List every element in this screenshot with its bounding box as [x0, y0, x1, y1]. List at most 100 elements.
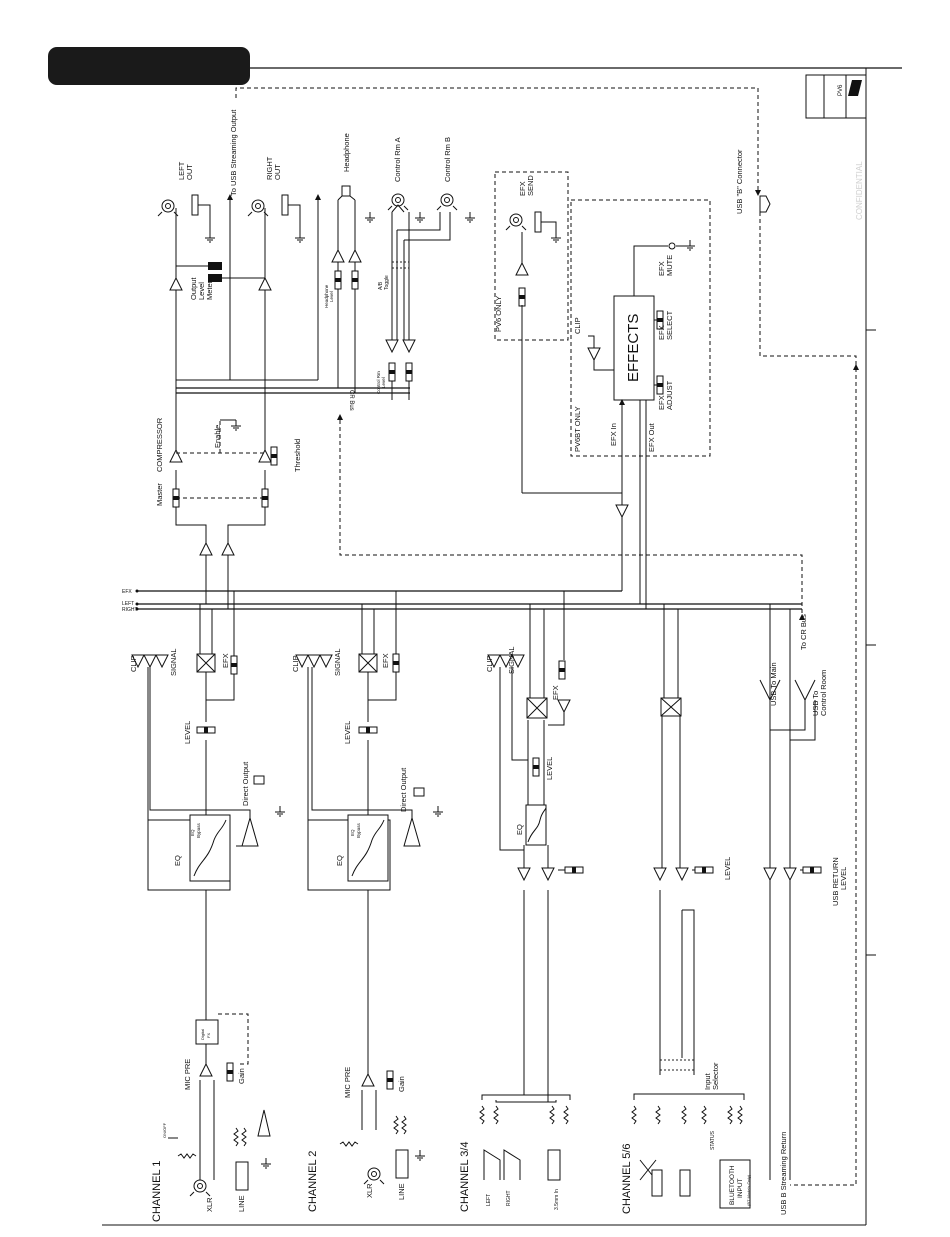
- left-out-label-2: OUT: [185, 164, 194, 180]
- ch34-level-fader[interactable]: [532, 757, 540, 777]
- ch34-left-label: LEFT: [486, 1194, 492, 1206]
- channel-56-label: CHANNEL 5/6: [621, 1143, 633, 1214]
- ch2-signal-led: [307, 654, 321, 668]
- efx-mute-switch[interactable]: [668, 242, 676, 250]
- efx-adjust-label-2: ADJUST: [665, 380, 674, 410]
- ch1-phantom-label: ON/OFF: [162, 1122, 167, 1138]
- ch1-pan[interactable]: [196, 653, 216, 673]
- ch1-gain-knob[interactable]: [226, 1062, 234, 1082]
- control-rm-level-label-2: Level: [381, 377, 386, 388]
- channel-2: CHANNEL 2 XLR LINE MIC PRE Gain EQ EQ By…: [291, 591, 444, 1212]
- control-rm-level-left[interactable]: [388, 362, 396, 382]
- ch56-level-knob[interactable]: [694, 866, 714, 874]
- ch1-digital-fx-label-2: FX: [206, 1033, 211, 1038]
- control-rm-b-label: Control Rm B: [443, 137, 452, 182]
- ch1-xlr-label: XLR: [205, 1197, 214, 1212]
- usb-return-amp-left: [763, 867, 777, 881]
- ch1-clip-label: CLIP: [129, 655, 138, 672]
- company-logo: [848, 80, 862, 96]
- efx-clip-label: CLIP: [573, 317, 582, 334]
- confidential-watermark: CONFIDENTIAL: [855, 161, 864, 220]
- control-rm-a-label: Control Rm A: [393, 137, 402, 182]
- ch1-digital-fx-box: [195, 1019, 219, 1045]
- ch1-gain-label: Gain: [237, 1068, 246, 1084]
- ch1-digital-fx-label-1: Digital: [200, 1029, 205, 1040]
- efx-select-label-1: EFX: [657, 325, 666, 340]
- ch2-level-fader[interactable]: [358, 726, 378, 734]
- usb-b-connector: [759, 195, 771, 213]
- ch56-level-label: LEVEL: [723, 857, 732, 880]
- ch1-efx-knob[interactable]: [230, 655, 238, 675]
- ch2-direct-output-label: Direct Output: [399, 767, 408, 812]
- master-label: Master: [155, 483, 164, 506]
- channel-2-label: CHANNEL 2: [307, 1151, 319, 1212]
- to-cr-bus-label: To CR Bus: [799, 614, 808, 650]
- ch2-xlr-label: XLR: [365, 1183, 374, 1198]
- effects-block: [613, 295, 655, 401]
- control-rm-amp-left: [385, 339, 399, 353]
- compressor-right: [258, 449, 272, 463]
- efx-in-label: EFX In: [609, 423, 618, 446]
- efx-send-label-1: EFX: [518, 181, 527, 196]
- ch2-direct-out-jack: [413, 787, 425, 797]
- ch2-line-jack: [395, 1149, 409, 1179]
- efx-send-level[interactable]: [518, 287, 526, 307]
- efx-mute-label-2: MUTE: [665, 255, 674, 276]
- ch2-efx-label: EFX: [381, 653, 390, 668]
- usb-return-level-label-1: USB RETURN: [831, 857, 840, 906]
- threshold-knob[interactable]: [270, 446, 278, 466]
- ch1-line-pad: [257, 1109, 271, 1137]
- meters-label-2: Level: [197, 282, 206, 300]
- ch34-35mm-label: 3.5mm In: [554, 1189, 560, 1210]
- headphone-level-right[interactable]: [351, 270, 359, 290]
- ch56-jack-a: [651, 1169, 663, 1197]
- ch34-amp-left: [517, 867, 531, 881]
- left-sum-amp: [199, 542, 213, 556]
- efx-mute-label-1: EFX: [657, 261, 666, 276]
- headphone-amp-left: [331, 249, 345, 263]
- ch34-efx-label: EFX: [551, 685, 560, 700]
- channel-1-label: CHANNEL 1: [151, 1161, 163, 1222]
- left-out-jack: [157, 199, 179, 217]
- left-out-label-1: LEFT: [177, 161, 186, 180]
- left-meter: [208, 262, 222, 270]
- ch2-eq-bypass-2: Bypass: [356, 822, 361, 838]
- ch2-xlr-jack: [363, 1167, 385, 1185]
- ch2-clip-label: CLIP: [291, 655, 300, 672]
- bluetooth-label-2: INPUT: [737, 1178, 744, 1198]
- ch2-mic-pre: [361, 1073, 375, 1087]
- enable-label: Enable: [213, 425, 222, 448]
- headphone-level-label-1: Headphone: [324, 284, 329, 308]
- ch2-efx-knob[interactable]: [392, 653, 400, 673]
- ch34-efx-knob[interactable]: [558, 660, 566, 680]
- headphone-level-left[interactable]: [334, 270, 342, 290]
- meters-label-1: Output: [189, 277, 198, 300]
- ch2-gain-knob[interactable]: [386, 1070, 394, 1090]
- ch1-level-fader[interactable]: [196, 726, 216, 734]
- control-rm-level-right[interactable]: [405, 362, 413, 382]
- ch56-amp-left: [653, 867, 667, 881]
- ch1-signal-label: SIGNAL: [169, 648, 178, 676]
- ch2-gain-label: Gain: [397, 1076, 406, 1092]
- cr-bus-label: CR Bus: [348, 390, 354, 411]
- ch34-right-label: RIGHT: [506, 1190, 512, 1206]
- ab-toggle-label-1: A/B: [378, 281, 384, 290]
- ch2-mic-pre-label: MIC PRE: [343, 1067, 352, 1098]
- channel-34-label: CHANNEL 3/4: [459, 1141, 471, 1212]
- usb-return-level-knob[interactable]: [802, 866, 822, 874]
- ch34-gain-knob[interactable]: [564, 866, 584, 874]
- headphone-level-label-2: Level: [329, 291, 334, 302]
- usb-streaming-return-label: USB B Streaming Return: [779, 1132, 788, 1215]
- usb-streaming-output-label: To USB Streaming Output: [229, 109, 238, 196]
- right-meter: [208, 274, 222, 282]
- ch2-pan[interactable]: [358, 653, 378, 673]
- ab-toggle-label-2: Toggle: [384, 275, 390, 290]
- efx-send-jack: [505, 213, 527, 231]
- ch2-eq-bypass-1: EQ: [350, 829, 355, 836]
- ch1-direct-out-amp: [241, 816, 259, 847]
- efx-select-label-2: SELECT: [665, 310, 674, 340]
- meters-label-3: Meters: [205, 277, 214, 300]
- input-selector-label-1: Input: [703, 1072, 712, 1090]
- efx-adjust-knob[interactable]: [656, 375, 664, 395]
